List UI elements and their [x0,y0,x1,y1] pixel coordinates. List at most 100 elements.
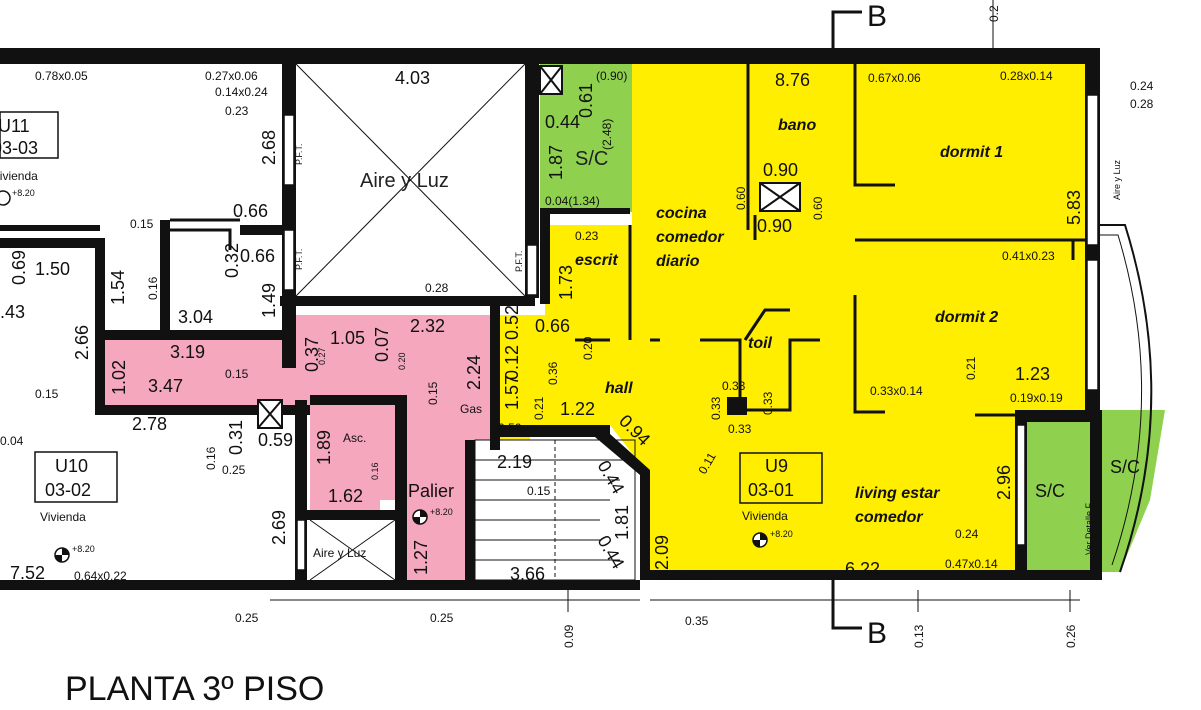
room-living: living estar [855,485,940,502]
dim-209: 2.09 [652,535,672,570]
dim-069: 0.69 [9,250,29,285]
dim-016c: 0.16 [370,462,380,480]
dim-149: 1.49 [259,283,279,318]
dim-060a: 0.60 [734,186,748,210]
dim-154: 1.54 [108,270,128,305]
dim-403: 4.03 [395,68,430,88]
section-b-top: B [867,0,887,33]
u9-level: +8.20 [770,529,793,539]
dim-366: 3.66 [510,564,545,584]
dim-012: 0.12 [502,345,522,380]
ver-detalle: Ver Detalle F [1084,502,1094,555]
dim-028: 0.28 [1130,97,1154,111]
u9-type: Vivienda [742,509,788,523]
dim-023b: 0.23 [225,104,249,118]
room-sc-top: S/C [575,148,608,170]
u10-number: 03-02 [45,480,91,500]
dim-016: 0.16 [146,276,160,300]
dim-876: 8.76 [775,70,810,90]
dim-041: 0.41x0.23 [1002,249,1055,263]
dim-013: 0.13 [912,624,926,648]
aire-y-luz-patio [295,63,526,297]
dim-061: 0.61 [576,83,596,118]
dim-059: 0.59 [258,430,293,450]
dim-266: 2.66 [72,325,92,360]
dim-033a: 0.33 [722,379,746,393]
dim-033x014: 0.33x0.14 [870,384,923,398]
dim-009: 0.09 [562,624,576,648]
dim-047: 0.47x0.14 [945,557,998,571]
dim-752: 7.52 [10,563,45,583]
dim-052: 0.52 [502,305,522,340]
room-labels: bano dormit 1 dormit 2 cocina comedor di… [294,117,1140,560]
room-dormit2: dormit 2 [935,309,998,326]
windows [283,94,1099,571]
dim-032: 0.32 [222,243,242,278]
dim-187: 1.87 [546,145,566,180]
dim-232: 2.32 [410,316,445,336]
pft-3: P.F.T. [514,251,524,272]
dim-016b: 0.16 [204,446,218,470]
dim-015e: 0.15 [527,484,551,498]
u10-type: Vivienda [40,510,86,524]
dim-622: 6.22 [845,559,880,579]
unit-u9-area [495,62,1088,572]
dim-007: 0.07 [372,327,392,362]
room-aire-luz: Aire y Luz [360,170,449,192]
room-sc-right1: S/C [1035,481,1065,501]
u9-code: U9 [765,456,788,476]
dim-248: (2.48) [600,119,614,150]
room-gas: Gas [460,402,482,416]
dim-033d: 0.33 [761,391,775,415]
pft-2: P.F.T. [294,249,304,270]
u10-code: U10 [55,456,88,476]
dim-026: 0.26 [1064,624,1078,648]
pft-1: P.F.T. [294,144,304,165]
dim-150: 1.50 [35,259,70,279]
dim-020b: 0.20 [397,352,407,370]
dim-027: 0.27 [317,347,327,365]
unit-labels: U9 03-01 Vivienda +8.20 U10 03-02 Vivien… [0,116,794,554]
dim-296: 2.96 [994,465,1014,500]
dim-278: 2.78 [132,414,167,434]
dim-044b: 0.44 [594,457,629,497]
dim-102: 1.02 [109,360,129,395]
aire-y-luz-small-patio [309,519,396,581]
dim-122: 1.22 [560,399,595,419]
dim-127: 1.27 [411,540,431,575]
dim-028b: 0.28 [425,281,449,295]
dim-025c: 0.25 [430,611,454,625]
aire-luz-side: Aire y Luz [1112,159,1122,200]
dim-027b: 0.27x0.06 [205,69,258,83]
dim-066c: 0.66 [240,246,275,266]
dim-347: 3.47 [148,376,183,396]
dim-162: 1.62 [328,486,363,506]
room-asc: Asc. [343,431,366,445]
dim-033b: 0.33 [728,422,752,436]
u10-level: +8.20 [72,544,95,554]
dim-056: 0.56 [498,421,522,435]
dim-031: 0.31 [226,420,246,455]
section-b-bottom: B [867,617,887,650]
dim-036: 0.36 [546,361,560,385]
balcony-curve [1100,224,1153,573]
u11-number: 03-03 [0,138,38,158]
room-living-comedor: comedor [855,509,923,526]
u11-level: +8.20 [12,188,35,198]
dim-019: 0.19x0.19 [1010,391,1063,405]
dim-090a: 0.90 [763,160,798,180]
dim-023x020: 0.23x0.20 [660,569,713,583]
room-bano: bano [778,117,816,134]
plan-title: PLANTA 3º PISO [65,670,324,708]
dim-123: 1.23 [1015,364,1050,384]
dim-064: 0.64x0.22 [74,569,127,583]
dim-015c: 0.15 [35,387,59,401]
dim-028x014: 0.28x0.14 [1000,69,1053,83]
shafts [257,65,801,429]
dim-004b: 0.04 [0,434,24,448]
u11-type: Vivienda [0,169,38,183]
dim-219: 2.19 [497,452,532,472]
dim-173: 1.73 [556,265,576,300]
dim-035: 0.35 [685,614,709,628]
dim-014: 0.14x0.24 [215,85,268,99]
